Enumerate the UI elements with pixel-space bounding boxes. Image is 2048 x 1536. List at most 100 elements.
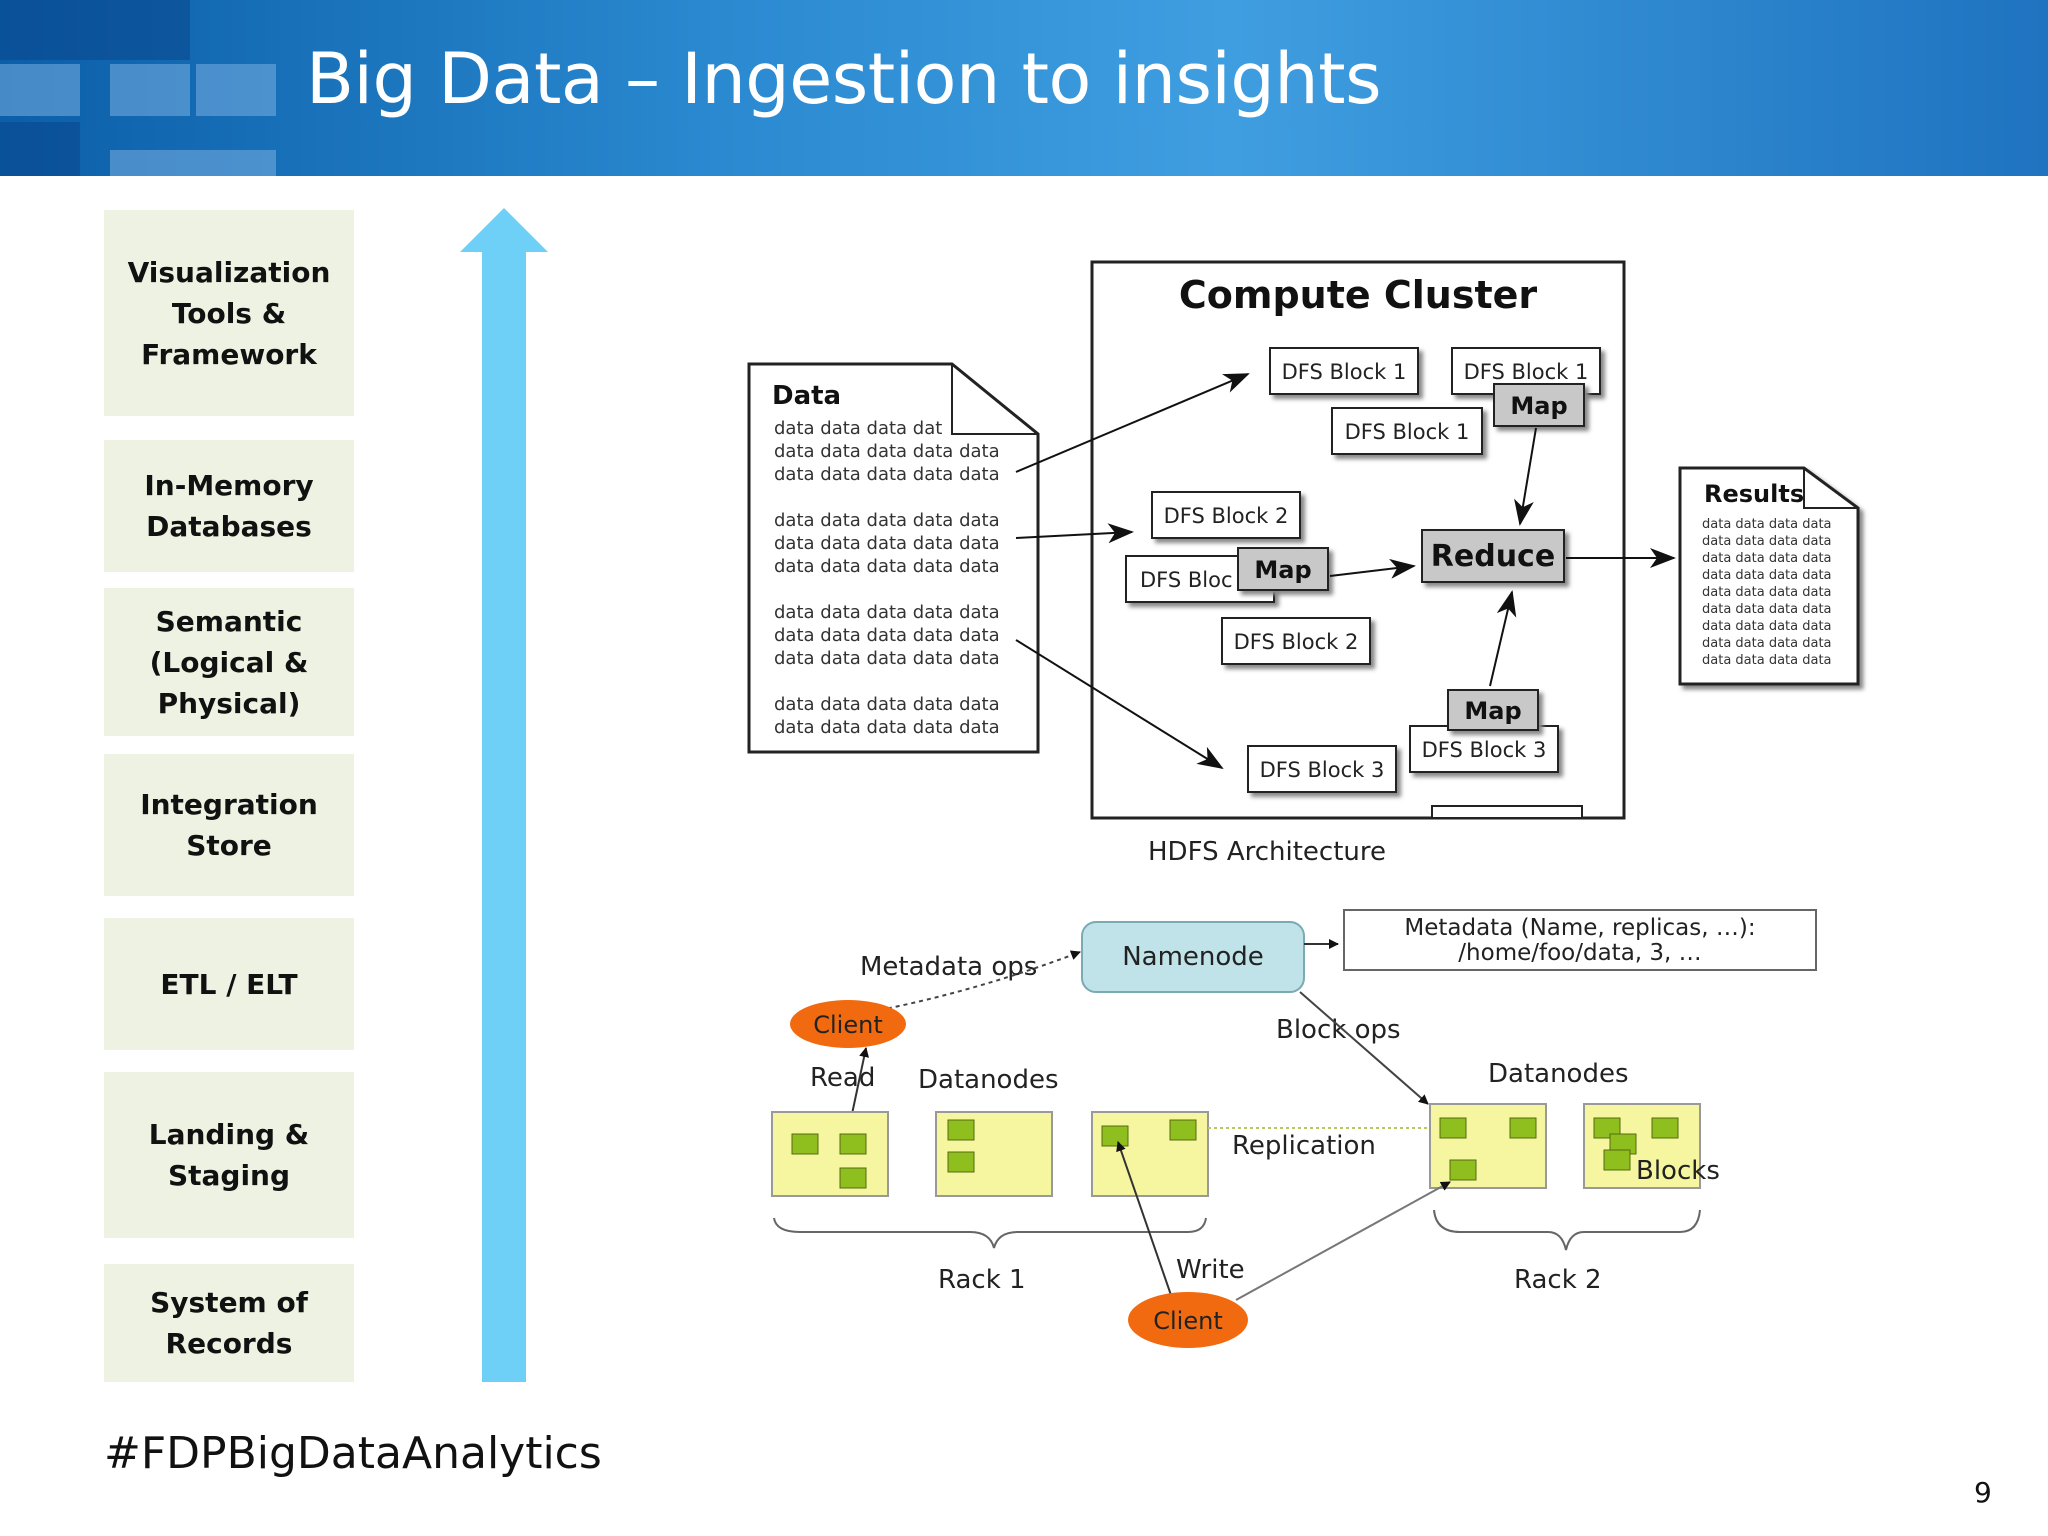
compute-cluster-title: Compute Cluster	[1179, 273, 1538, 317]
write-arrow	[1116, 1141, 1173, 1299]
map-box	[1237, 547, 1329, 591]
arrow-map-to-reduce	[1329, 558, 1416, 579]
data-block	[1651, 1117, 1679, 1139]
data-block	[1169, 1119, 1197, 1141]
block-ops-label: Block ops	[1276, 1015, 1401, 1045]
results-document	[1678, 466, 1860, 686]
results-line: data data data data	[1702, 551, 1832, 566]
reduce-box	[1421, 529, 1565, 583]
map-box	[1493, 383, 1585, 427]
dfs-block	[1269, 347, 1419, 395]
layer-system-of-records: System of Records	[104, 1264, 354, 1382]
data-block	[1603, 1149, 1631, 1171]
data-block	[839, 1133, 867, 1155]
data-line: data data data data data	[774, 648, 1000, 669]
arrow-map-to-reduce	[1489, 590, 1517, 687]
header-decor-square	[196, 64, 276, 116]
dfs-block	[1247, 745, 1397, 793]
rack2-brace	[1433, 1209, 1701, 1251]
data-block	[791, 1133, 819, 1155]
header-decor-square	[110, 150, 276, 176]
datanodes-label: Datanodes	[918, 1065, 1059, 1095]
data-line: data data data data data	[774, 717, 1000, 738]
rack1-label: Rack 1	[938, 1265, 1026, 1295]
header-decor-square	[0, 122, 80, 176]
title-bar: Big Data – Ingestion to insights	[0, 0, 2048, 176]
replication-label: Replication	[1232, 1131, 1376, 1161]
data-line: data data data data data	[774, 510, 1000, 531]
client-top-node	[790, 1000, 906, 1048]
results-line: data data data data	[1702, 585, 1832, 600]
dfs-block-label: DFS Bloc	[1140, 568, 1233, 592]
results-line: data data data data	[1702, 568, 1832, 583]
header-decor-square	[110, 64, 190, 116]
map-boxes: Map Map Map	[1237, 383, 1585, 731]
arrow-data-to-block3	[1015, 639, 1224, 770]
metadata-line: Metadata (Name, replicas, …):	[1404, 915, 1755, 941]
client-label: Client	[813, 1011, 882, 1039]
client-bottom-node	[1128, 1292, 1248, 1348]
namenode-label: Namenode	[1122, 942, 1264, 972]
results-line: data data data data	[1702, 602, 1832, 617]
client-label: Client	[1153, 1307, 1222, 1335]
data-block	[1593, 1117, 1621, 1139]
results-lines: data data data data data data data data …	[1702, 517, 1832, 668]
dfs-block-label: DFS Block 3	[1422, 738, 1547, 762]
layer-etl-elt: ETL / ELT	[104, 918, 354, 1050]
layer-visualization: Visualization Tools & Framework	[104, 210, 354, 416]
results-line: data data data data	[1702, 619, 1832, 634]
metadata-ops-label: Metadata ops	[860, 952, 1037, 982]
data-block	[839, 1167, 867, 1189]
results-line: data data data data	[1702, 517, 1832, 532]
namenode-box	[1081, 921, 1305, 993]
data-line: data data data data data	[774, 464, 1000, 485]
rack2-datanodes	[1429, 1103, 1701, 1189]
rack1-brace	[773, 1217, 1207, 1249]
dfs-block	[1331, 407, 1483, 455]
metadata-ops-arrow	[879, 950, 1081, 1011]
mapreduce-diagram: Data data data data dat data data data d…	[747, 260, 1860, 820]
data-title: Data	[772, 381, 841, 411]
rack2-label: Rack 2	[1514, 1265, 1602, 1295]
data-block	[1509, 1117, 1537, 1139]
layer-semantic: Semantic (Logical & Physical)	[104, 588, 354, 736]
data-line: data data data data data	[774, 694, 1000, 715]
data-block	[947, 1119, 975, 1141]
layer-in-memory-databases: In-Memory Databases	[104, 440, 354, 572]
data-line: data data data data data	[774, 533, 1000, 554]
data-line: data data data data data	[774, 556, 1000, 577]
write-label: Write	[1176, 1255, 1245, 1285]
dfs-block-label: DFS Block 2	[1234, 630, 1359, 654]
datanode	[1429, 1103, 1547, 1189]
dfs-block-label: DFS Block 1	[1345, 420, 1470, 444]
read-label: Read	[810, 1063, 875, 1093]
data-block	[947, 1151, 975, 1173]
metadata-line: /home/foo/data, 3, …	[1458, 940, 1701, 966]
dfs-block	[1221, 617, 1371, 665]
results-line: data data data data	[1702, 636, 1832, 651]
datanodes-label: Datanodes	[1488, 1059, 1629, 1089]
layer-landing-staging: Landing & Staging	[104, 1072, 354, 1238]
data-line: data data data data data	[774, 602, 1000, 623]
arrow-data-to-block2	[1015, 523, 1134, 544]
data-line: data data data data data	[774, 625, 1000, 646]
dfs-block-label: DFS Block 1	[1464, 360, 1589, 384]
arrow-data-to-block1	[1015, 373, 1250, 473]
data-block	[1439, 1117, 1467, 1139]
slide-title: Big Data – Ingestion to insights	[306, 38, 1382, 120]
results-line: data data data data	[1702, 534, 1832, 549]
data-line: data data data dat	[774, 418, 942, 439]
page-number: 9	[1974, 1476, 1992, 1509]
layer-integration-store: Integration Store	[104, 754, 354, 896]
dfs-block-label: DFS Block 2	[1164, 504, 1289, 528]
datanode	[771, 1111, 889, 1197]
map-label: Map	[1254, 556, 1311, 584]
data-block	[1449, 1159, 1477, 1181]
data-document	[747, 362, 1040, 754]
metadata-box	[1343, 909, 1817, 971]
map-label: Map	[1510, 392, 1567, 420]
data-document-fold	[951, 364, 1038, 435]
hdfs-diagram: HDFS Architecture Namenode Metadata (Nam…	[771, 837, 1817, 1348]
dfs-blocks: DFS Block 1 DFS Block 1 DFS Block 1 DFS …	[1125, 347, 1601, 819]
map-label: Map	[1464, 697, 1521, 725]
